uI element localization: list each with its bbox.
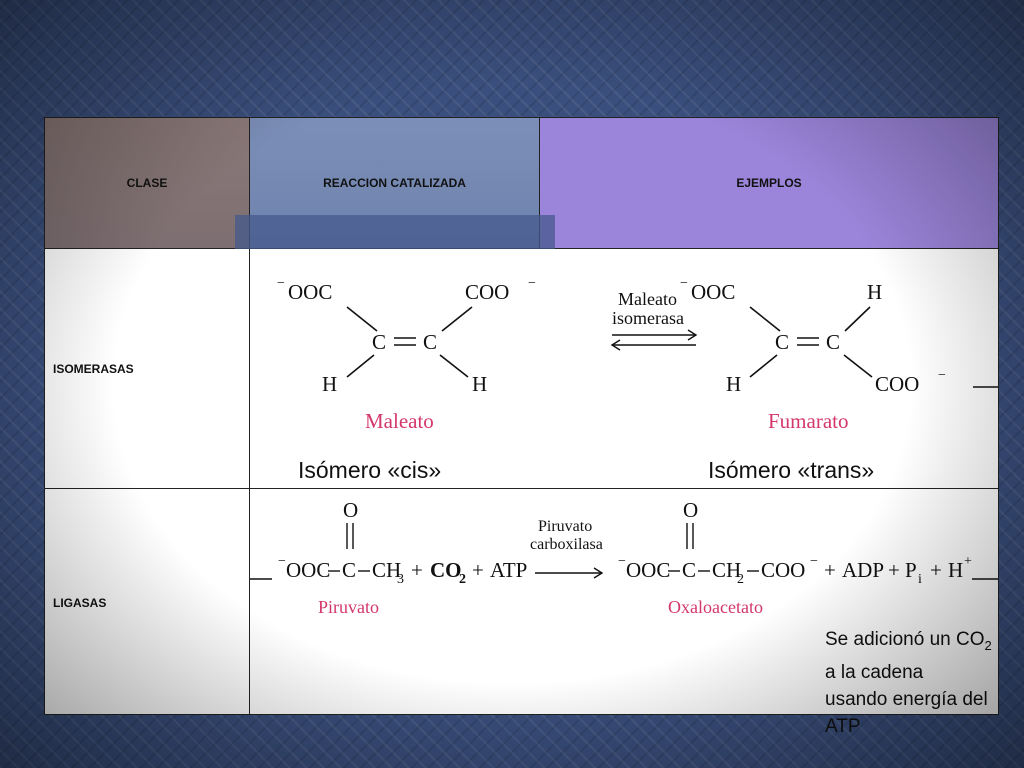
svg-text:C: C xyxy=(682,558,696,582)
svg-text:+: + xyxy=(472,558,484,582)
svg-text:CO: CO xyxy=(430,558,462,582)
svg-text:+: + xyxy=(930,558,942,582)
svg-text:CH: CH xyxy=(372,558,401,582)
piruvato-structure: O − OOC C CH 3 + CO 2 + ATP Piruvato xyxy=(278,498,527,617)
fumarato-label: Fumarato xyxy=(768,409,848,433)
row-isomerasas: ISOMERASAS − OOC COO − C C H xyxy=(45,249,998,489)
svg-text:isomerasa: isomerasa xyxy=(612,308,684,328)
maleato-label: Maleato xyxy=(365,409,434,433)
svg-text:−: − xyxy=(938,368,946,383)
ligasas-reaction: O − OOC C CH 3 + CO 2 + ATP Piruvato xyxy=(250,489,998,737)
svg-text:H: H xyxy=(472,372,487,396)
svg-text:Maleato: Maleato xyxy=(618,289,677,309)
svg-text:H: H xyxy=(867,280,882,304)
caption-cis: Isómero «cis» xyxy=(298,457,442,483)
svg-text:C: C xyxy=(775,330,789,354)
svg-text:+: + xyxy=(964,554,972,569)
class-label-ligasas: LIGASAS xyxy=(53,596,107,610)
carboxylase-arrow: Piruvato carboxilasa xyxy=(530,518,604,579)
svg-text:OOC: OOC xyxy=(691,280,735,304)
svg-text:2: 2 xyxy=(459,572,466,587)
svg-text:Piruvato: Piruvato xyxy=(538,518,592,535)
svg-text:OOC: OOC xyxy=(626,558,670,582)
svg-text:OOC: OOC xyxy=(288,280,332,304)
svg-text:H: H xyxy=(948,558,963,582)
svg-text:H: H xyxy=(322,372,337,396)
piruvato-label: Piruvato xyxy=(318,597,379,617)
class-cell-ligasas: LIGASAS xyxy=(45,489,250,714)
svg-text:P: P xyxy=(905,558,917,582)
maleato-structure: − OOC COO − C C H H Maleato xyxy=(277,276,536,433)
row-ligasas: LIGASAS O − OOC C CH 3 + CO xyxy=(45,489,998,737)
svg-text:−: − xyxy=(278,554,286,569)
svg-text:+: + xyxy=(824,558,836,582)
svg-text:i: i xyxy=(918,572,922,587)
svg-text:COO: COO xyxy=(875,372,919,396)
caption-trans: Isómero «trans» xyxy=(708,457,875,483)
svg-text:+: + xyxy=(411,558,423,582)
svg-text:C: C xyxy=(372,330,386,354)
svg-text:−: − xyxy=(277,276,285,291)
isomerase-equilibrium-arrows: Maleato isomerasa xyxy=(610,289,698,351)
svg-text:COO: COO xyxy=(761,558,805,582)
svg-text:COO: COO xyxy=(465,280,509,304)
svg-text:C: C xyxy=(423,330,437,354)
class-cell-isomerasas: ISOMERASAS xyxy=(45,249,250,488)
class-label-isomerasas: ISOMERASAS xyxy=(53,362,134,376)
ligasas-note: Se adicionó un CO2 a la cadena usando en… xyxy=(825,629,992,737)
svg-text:C: C xyxy=(826,330,840,354)
svg-text:ADP: ADP xyxy=(842,558,884,582)
oxaloacetato-label: Oxaloacetato xyxy=(668,597,763,617)
svg-text:H: H xyxy=(726,372,741,396)
svg-text:2: 2 xyxy=(737,572,744,587)
svg-text:−: − xyxy=(528,276,536,291)
carboxylation-diagram: O − OOC C CH 3 + CO 2 + ATP Piruvato xyxy=(250,498,998,617)
svg-text:−: − xyxy=(810,554,818,569)
svg-text:ATP: ATP xyxy=(490,558,527,582)
fumarato-structure: − OOC H C C H COO − Fumarato xyxy=(680,276,946,433)
header-clase: CLASE xyxy=(45,118,250,249)
svg-text:−: − xyxy=(618,554,626,569)
svg-text:C: C xyxy=(342,558,356,582)
enzyme-class-table: CLASE REACCION CATALIZADA EJEMPLOS ISOME… xyxy=(44,117,999,737)
svg-text:−: − xyxy=(680,276,688,291)
svg-text:O: O xyxy=(683,498,698,522)
svg-text:+: + xyxy=(888,558,900,582)
header-overlay-band xyxy=(235,215,555,249)
svg-text:3: 3 xyxy=(397,572,404,587)
svg-text:CH: CH xyxy=(712,558,741,582)
header-ejemplos: EJEMPLOS xyxy=(540,118,998,249)
oxaloacetato-structure: O − OOC C CH 2 COO − + ADP + P xyxy=(618,498,972,617)
isomerization-diagram: − OOC COO − C C H H Maleato xyxy=(277,276,998,433)
svg-text:O: O xyxy=(343,498,358,522)
svg-text:carboxilasa: carboxilasa xyxy=(530,536,603,553)
isomerasas-reaction: − OOC COO − C C H H Maleato xyxy=(250,249,998,488)
svg-text:OOC: OOC xyxy=(286,558,330,582)
